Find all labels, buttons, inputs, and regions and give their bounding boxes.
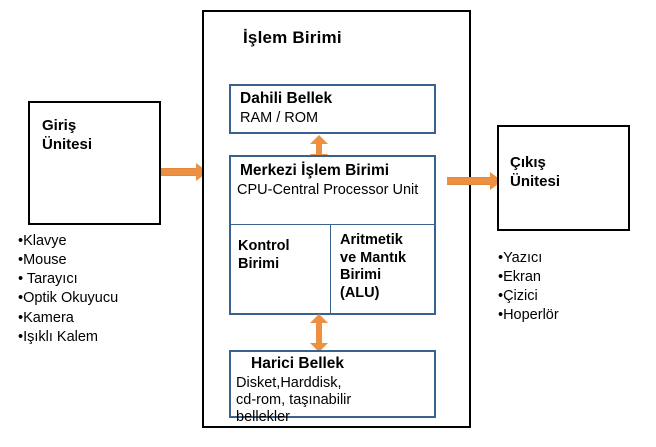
- input-unit-box: [28, 101, 161, 225]
- external-memory-line3: bellekler: [236, 409, 290, 425]
- input-unit-list: •Klavye •Mouse • Tarayıcı •Optik Okuyucu…: [18, 232, 183, 347]
- list-item: •Işıklı Kalem: [18, 328, 99, 345]
- cpu-horizontal-divider: [231, 224, 434, 225]
- external-memory-title: Harici Bellek: [251, 355, 345, 372]
- internal-memory-title: Dahili Bellek: [240, 90, 333, 107]
- output-unit-list: •Yazıcı •Ekran •Çizici •Hoperlör: [498, 249, 648, 326]
- output-unit-box: [497, 125, 630, 231]
- arrow-cpu-external-memory-icon: [310, 314, 328, 352]
- internal-memory-box: [229, 84, 436, 134]
- list-item: •Yazıcı: [498, 250, 543, 266]
- list-item: •Çizici: [498, 288, 538, 305]
- list-item: •Ekran: [498, 269, 541, 286]
- external-memory-line2: cd-rom, taşınabilir: [236, 392, 352, 408]
- cpu-title: Merkezi İşlem Birimi: [240, 162, 390, 179]
- external-memory-line1: Disket,Harddisk,: [236, 375, 342, 391]
- list-item: •Optik Okuyucu: [18, 290, 119, 307]
- list-item: •Klavye: [18, 233, 67, 249]
- list-item: •Kamera: [18, 309, 74, 326]
- cpu-box: [229, 155, 436, 315]
- output-unit-title: Çıkış Ünitesi: [510, 154, 561, 190]
- alu-label: Aritmetik ve Mantık Birimi (ALU): [340, 232, 407, 302]
- cpu-subtitle: CPU-Central Processor Unit: [237, 182, 419, 198]
- list-item: •Mouse: [18, 252, 67, 269]
- external-memory-box: [229, 350, 436, 418]
- processing-unit-title: İşlem Birimi: [243, 28, 342, 47]
- internal-memory-subtitle: RAM / ROM: [240, 110, 319, 126]
- cpu-vertical-divider: [330, 224, 331, 313]
- list-item: •Hoperlör: [498, 307, 559, 324]
- input-unit-title: Giriş Ünitesi: [42, 117, 93, 153]
- list-item: • Tarayıcı: [18, 271, 78, 288]
- control-unit-label: Kontrol Birimi: [238, 238, 290, 272]
